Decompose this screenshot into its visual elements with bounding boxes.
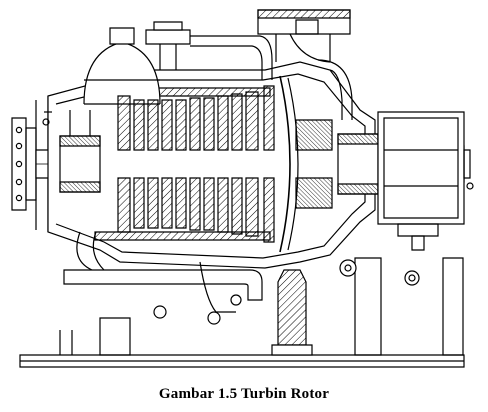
left-bearing-housing (60, 110, 100, 192)
support-pedestal (272, 270, 312, 355)
turbine-rotor-cross-section-drawing (0, 0, 488, 380)
right-gear-housing (378, 112, 464, 250)
last-stage-disc (280, 76, 332, 252)
steam-chest-dome (84, 28, 160, 104)
blade-stages-lower (118, 178, 274, 242)
inlet-valve-housing (146, 22, 272, 80)
blade-stages-upper (118, 86, 274, 150)
instrument-flanges (43, 112, 473, 285)
base-frame (20, 258, 464, 367)
exhaust-housing (258, 10, 352, 120)
figure-caption: Gambar 1.5 Turbin Rotor (158, 386, 330, 402)
right-bearing-housing (338, 134, 378, 194)
lower-piping (64, 232, 262, 324)
